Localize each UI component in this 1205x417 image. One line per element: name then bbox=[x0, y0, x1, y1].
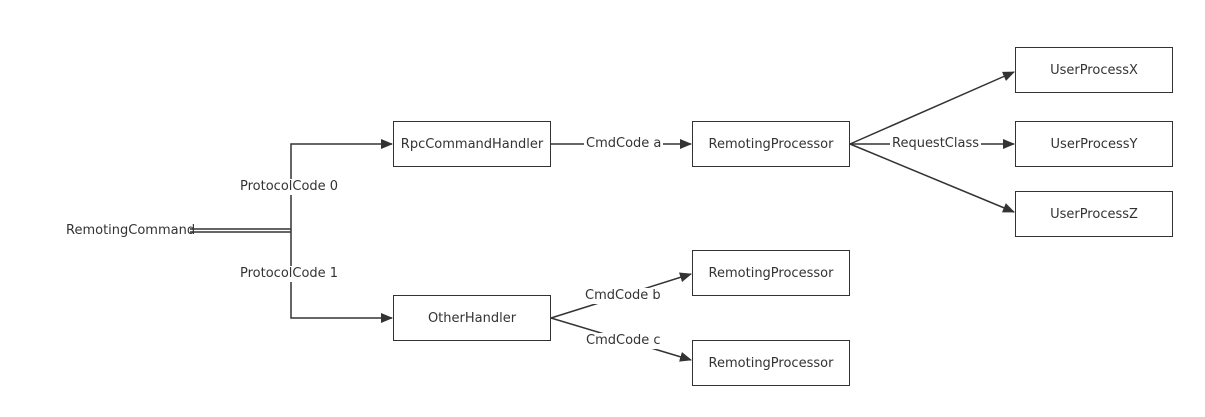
remoting-processor-c-node: RemotingProcessor bbox=[692, 340, 850, 386]
protocol-code-1-label: ProtocolCode 1 bbox=[238, 266, 341, 282]
rpc-command-handler-node: RpcCommandHandler bbox=[393, 121, 551, 167]
user-process-z-arrow bbox=[849, 143, 1015, 213]
cmd-code-b-label: CmdCode b bbox=[583, 288, 663, 304]
user-process-x-arrow bbox=[849, 71, 1015, 145]
request-class-label: RequestClass bbox=[890, 136, 982, 152]
cmd-code-c-label: CmdCode c bbox=[584, 333, 663, 349]
remoting-processor-b-node: RemotingProcessor bbox=[692, 250, 850, 296]
user-process-y-node: UserProcessY bbox=[1015, 121, 1173, 167]
protocol-code-0-arrow bbox=[290, 139, 393, 230]
protocol-code-1-arrow bbox=[290, 230, 393, 323]
remoting-command-label: RemotingCommand bbox=[66, 223, 196, 238]
user-process-x-node: UserProcessX bbox=[1015, 47, 1173, 93]
user-process-z-node: UserProcessZ bbox=[1015, 191, 1173, 237]
protocol-code-0-label: ProtocolCode 0 bbox=[238, 179, 341, 195]
other-handler-node: OtherHandler bbox=[393, 295, 551, 341]
remoting-processor-a-node: RemotingProcessor bbox=[692, 121, 850, 167]
cmd-code-a-label: CmdCode a bbox=[584, 136, 664, 152]
